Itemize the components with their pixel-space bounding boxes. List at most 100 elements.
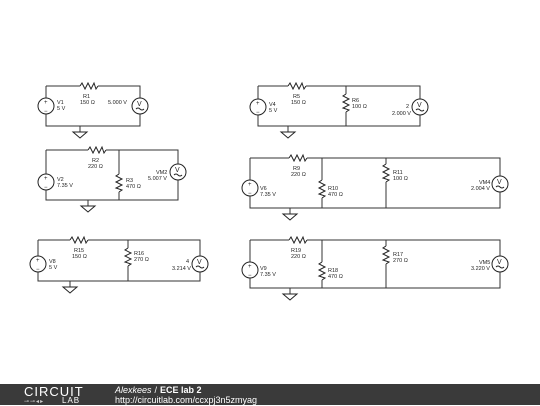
v1-name: V1 [57, 100, 64, 106]
vm6-name: 4 [186, 259, 189, 265]
r6-resistor[interactable]: R6 100 Ω [341, 93, 367, 113]
r3-value: 470 Ω [126, 184, 141, 190]
r1-name: R1 [83, 94, 90, 100]
vm6-voltmeter[interactable]: V 4 3.214 V [172, 255, 209, 273]
circuit-4: R5 150 Ω R6 100 Ω + − V4 5 V V 2 2.000 V [249, 81, 429, 139]
v9-plus: + [248, 264, 252, 270]
vm3-name: 2 [406, 104, 409, 110]
vm5-voltmeter[interactable]: V VM5 3.220 V [471, 255, 509, 273]
vm5-value: 3.220 V [471, 266, 490, 272]
footer-bar: CIRCUIT ⊸⊸◂▸ LAB Alexkees/ECE lab 2 http… [0, 384, 540, 405]
circuitlab-logo[interactable]: CIRCUIT ⊸⊸◂▸ LAB [24, 385, 96, 405]
v8-voltage-source[interactable]: + − V8 5 V [29, 255, 58, 273]
v8-minus: − [36, 267, 40, 273]
v6-name: V6 [260, 186, 267, 192]
r11-name: R11 [393, 170, 403, 176]
r18-resistor[interactable]: R18 470 Ω [317, 261, 343, 281]
circuit-5-wires [249, 157, 501, 214]
r15-name: R15 [74, 248, 84, 254]
vm1-symbol: V [137, 101, 142, 108]
r9-name: R9 [293, 166, 300, 172]
v8-plus: + [36, 258, 40, 264]
r2-value: 220 Ω [88, 164, 103, 170]
title-separator: / [154, 385, 158, 395]
r5-resistor[interactable]: R5 150 Ω [287, 81, 307, 106]
circuit-2-wires [45, 149, 179, 206]
v4-name: V4 [269, 102, 276, 108]
v1-voltage-source[interactable]: + − V1 5 V [37, 97, 66, 115]
r6-name: R6 [352, 98, 359, 104]
vm4-voltmeter[interactable]: V VM4 2.004 V [471, 175, 509, 193]
v9-name: V9 [260, 266, 267, 272]
v9-value: 7.35 V [260, 272, 276, 278]
r19-value: 220 Ω [291, 254, 306, 260]
vm4-value: 2.004 V [471, 186, 490, 192]
vm5-symbol: V [497, 259, 502, 266]
ground-3-icon [61, 286, 79, 294]
vm2-voltmeter[interactable]: V VM2 5.007 V [148, 163, 187, 182]
r18-value: 470 Ω [328, 274, 343, 280]
vm5-wave-icon [495, 265, 505, 269]
v6-plus: + [248, 182, 252, 188]
ground-6-icon [281, 293, 299, 301]
r10-resistor[interactable]: R10 470 Ω [317, 179, 343, 199]
r15-value: 150 Ω [72, 254, 87, 260]
circuit-url-link[interactable]: http://circuitlab.com/ccxpj3n5zmyag [115, 395, 258, 405]
vm1-wave-icon [135, 107, 145, 111]
r17-resistor[interactable]: R17 270 Ω [381, 245, 408, 265]
v9-voltage-source[interactable]: + − V9 7.35 V [241, 261, 276, 279]
vm2-symbol: V [175, 167, 180, 174]
r10-name: R10 [328, 186, 338, 192]
r5-name: R5 [293, 94, 300, 100]
schematic-canvas: R1 150 Ω + − V1 5 V V 5.000 V R2 220 Ω [29, 81, 509, 301]
vm2-name: VM2 [156, 170, 167, 176]
vm3-voltmeter[interactable]: V 2 2.000 V [392, 98, 429, 117]
vm4-wave-icon [495, 185, 505, 189]
r19-name: R19 [291, 248, 301, 254]
r3-name: R3 [126, 178, 133, 184]
ground-1-icon [71, 131, 89, 139]
r16-value: 270 Ω [134, 257, 149, 263]
r1-resistor[interactable]: R1 150 Ω [79, 81, 99, 106]
vm2-wave-icon [173, 173, 183, 177]
r11-resistor[interactable]: R11 100 Ω [381, 163, 408, 183]
r15-resistor[interactable]: R15 150 Ω [69, 235, 89, 260]
author-name[interactable]: Alexkees [115, 385, 152, 395]
v9-minus: − [248, 273, 252, 279]
v4-value: 5 V [269, 108, 278, 114]
vm1-voltmeter[interactable]: V 5.000 V [108, 97, 149, 115]
v2-voltage-source[interactable]: + − V2 7.35 V [37, 173, 73, 191]
r2-resistor[interactable]: R2 220 Ω [87, 145, 107, 170]
circuit-5: R9 220 Ω R10 470 Ω R11 100 Ω + − V6 7.35… [241, 153, 509, 221]
v2-minus: − [44, 185, 48, 191]
r17-value: 270 Ω [393, 258, 408, 264]
v1-value: 5 V [57, 106, 66, 112]
v6-value: 7.35 V [260, 192, 276, 198]
logo-circuit-icon: ⊸⊸◂▸ [24, 399, 45, 405]
vm5-name: VM5 [479, 260, 490, 266]
vm6-wave-icon [195, 265, 205, 269]
r19-resistor[interactable]: R19 220 Ω [288, 235, 308, 260]
r16-name: R16 [134, 251, 144, 257]
r10-value: 470 Ω [328, 192, 343, 198]
v1-plus: + [44, 100, 48, 106]
circuit-title[interactable]: ECE lab 2 [160, 385, 202, 395]
circuit-3-wires [37, 239, 201, 287]
r6-value: 100 Ω [352, 104, 367, 110]
vm3-value: 2.000 V [392, 111, 411, 117]
vm3-symbol: V [417, 102, 422, 109]
vm6-value: 3.214 V [172, 266, 191, 272]
circuit-4-wires [257, 85, 421, 132]
ground-2-icon [79, 205, 97, 213]
r11-value: 100 Ω [393, 176, 408, 182]
v6-voltage-source[interactable]: + − V6 7.35 V [241, 179, 276, 198]
footer-credit-line: Alexkees/ECE lab 2 [115, 385, 202, 395]
r3-resistor[interactable]: R3 470 Ω [114, 173, 141, 193]
r9-resistor[interactable]: R9 220 Ω [288, 153, 308, 178]
v4-plus: + [256, 101, 260, 107]
r2-name: R2 [92, 158, 99, 164]
r16-resistor[interactable]: R16 270 Ω [123, 247, 149, 267]
circuit-6: R19 220 Ω R18 470 Ω R17 270 Ω + − V9 7.3… [241, 235, 509, 301]
circuit-1: R1 150 Ω + − V1 5 V V 5.000 V [37, 81, 149, 139]
v4-voltage-source[interactable]: + − V4 5 V [249, 98, 278, 116]
